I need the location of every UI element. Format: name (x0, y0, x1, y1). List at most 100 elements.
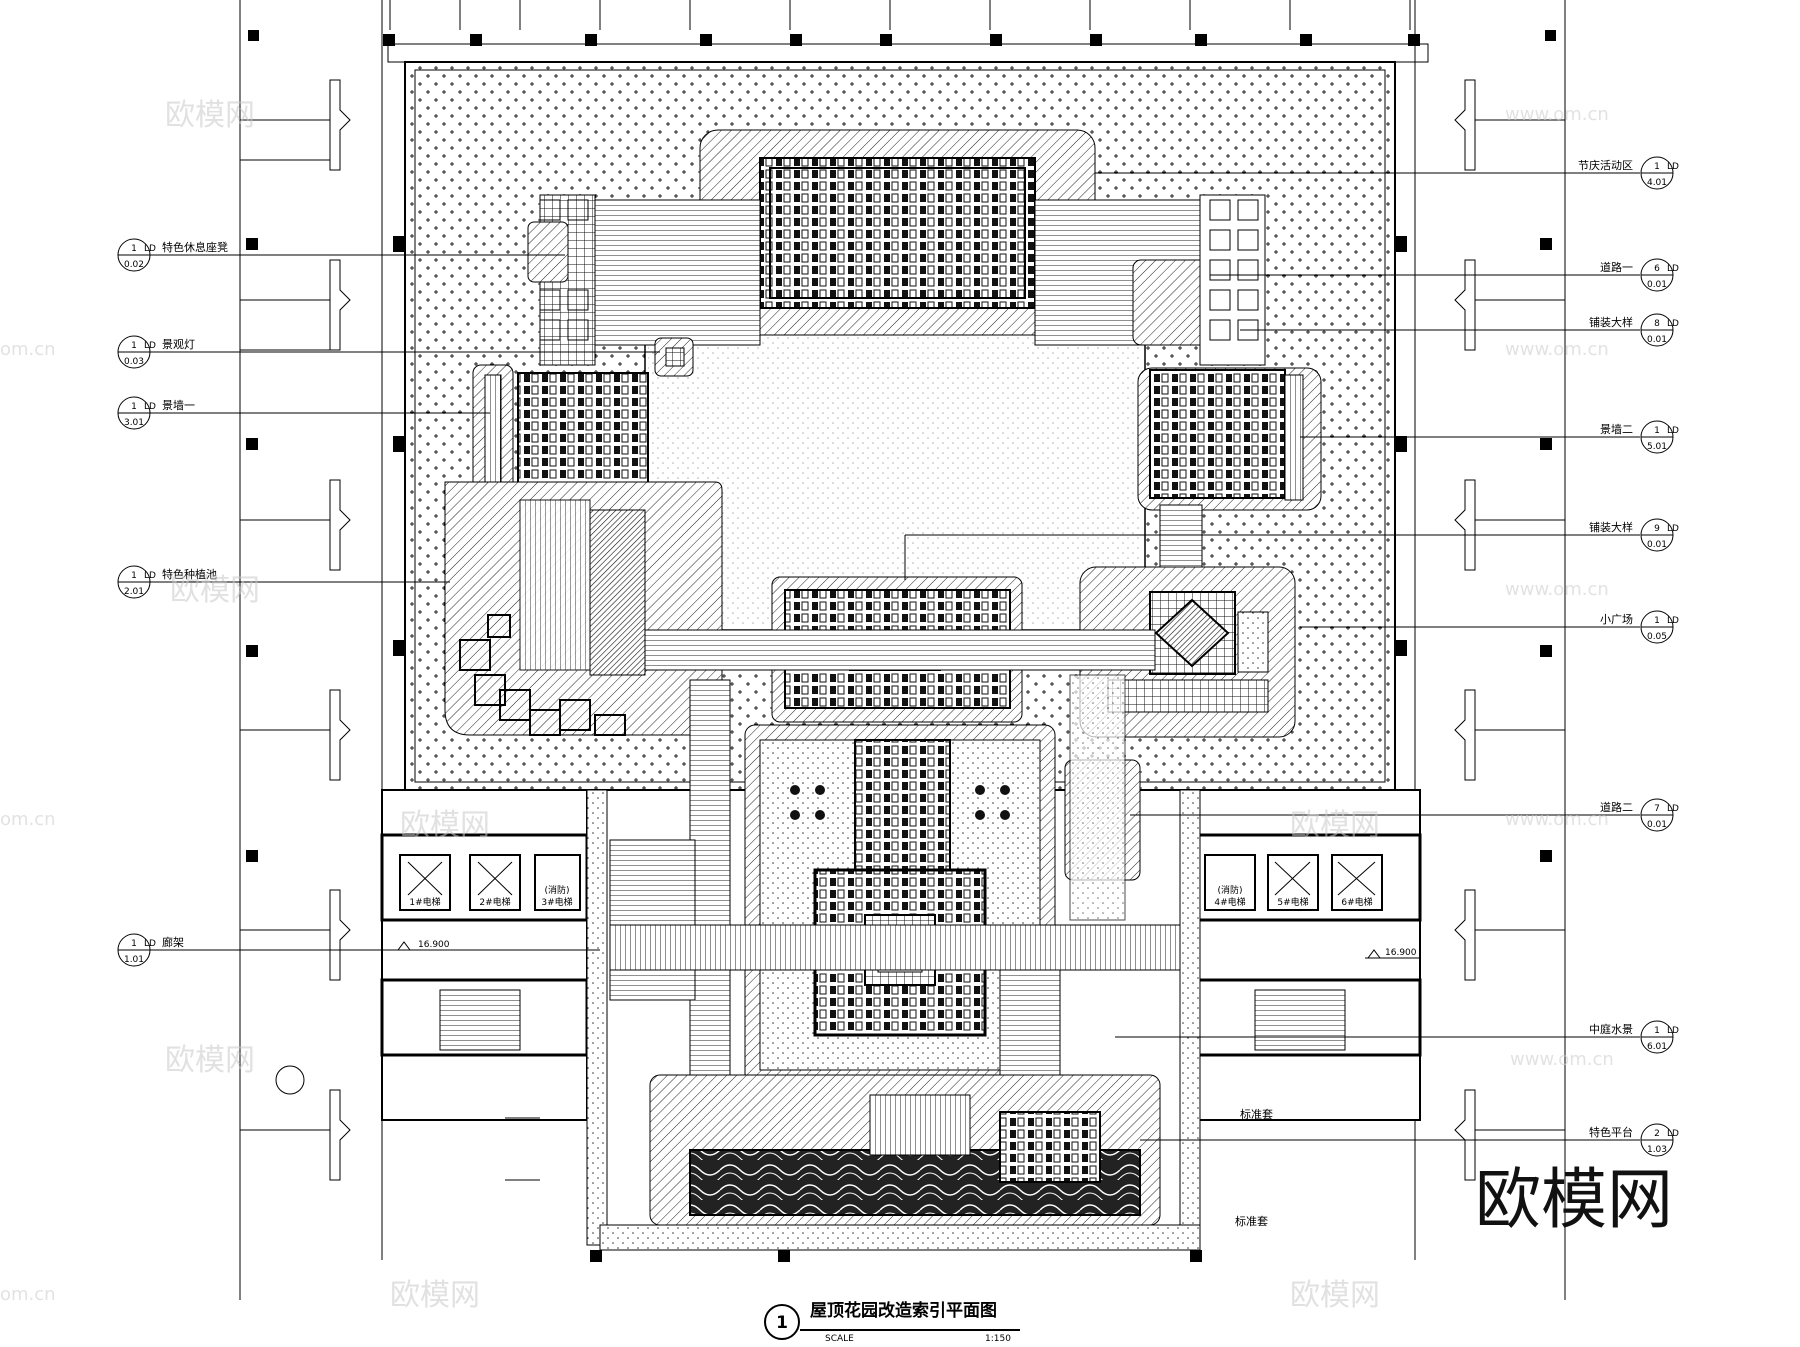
center-walkway (644, 629, 1156, 671)
callout-right-6-bottom: 0.05 (1647, 632, 1667, 642)
callout-left-5-bottom: 1.01 (124, 955, 144, 965)
elevation-right-value: 16.900 (1385, 948, 1417, 958)
callout-left-5: 1 LD 1.01 廊架 (117, 933, 184, 967)
side-column-marks (246, 236, 1552, 1262)
watermark-url-8: om.cn (0, 1284, 56, 1305)
callout-right-1-bottom: 4.01 (1647, 178, 1667, 188)
callout-left-1-top: 1 (131, 244, 137, 254)
callout-right-9-name: 特色平台 (1589, 1125, 1633, 1139)
callout-right-7-bottom: 0.01 (1647, 820, 1667, 830)
callout-right-5-bottom: 0.01 (1647, 540, 1667, 550)
title-block: 1 屋顶花园改造索引平面图 SCALE 1:150 (764, 1300, 1020, 1344)
watermark-logo: 欧模网 (1475, 1161, 1673, 1238)
scale-label: SCALE (825, 1334, 854, 1344)
callout-right-2-name: 道路一 (1600, 260, 1633, 274)
callout-right-8-bottom: 6.01 (1647, 1042, 1667, 1052)
callout-right-4-top: 1 (1654, 426, 1660, 436)
callout-right-2-top: 6 (1654, 264, 1660, 274)
side-symbols-right (1454, 79, 1565, 1181)
scale-value: 1:150 (985, 1334, 1011, 1344)
callout-right-3-top: 8 (1654, 319, 1660, 329)
callout-right-6: 1 LD 0.05 小广场 (1600, 610, 1679, 644)
callout-right-8-sheet: LD (1667, 1026, 1679, 1036)
watermark-url-3: www.om.cn (1505, 339, 1609, 360)
watermark-url-1: www.om.cn (1505, 104, 1609, 125)
callout-right-2-sheet: LD (1667, 264, 1679, 274)
watermark-url-6: www.om.cn (1505, 809, 1609, 830)
callout-right-9-sheet: LD (1667, 1129, 1679, 1139)
callout-left-2-top: 1 (131, 341, 137, 351)
callout-right-2-bottom: 0.01 (1647, 280, 1667, 290)
left-seat-feature (527, 221, 694, 377)
watermarks: 欧模网 www.om.cn om.cn www.om.cn 欧模网 www.om… (0, 98, 1614, 1313)
bottom-boundary (599, 1224, 1201, 1251)
watermark-brand-2: 欧模网 (170, 573, 260, 608)
elevator-label-1: 1#电梯 (409, 896, 440, 908)
callout-left-1-sheet: LD (144, 244, 156, 254)
elevator-label-3: (消防) (544, 884, 569, 896)
callout-right-5-sheet: LD (1667, 524, 1679, 534)
callout-right-9: 2 LD 1.03 特色平台 (1589, 1123, 1679, 1157)
elevator-label-2: 2#电梯 (479, 896, 510, 908)
callout-right-7-sheet: LD (1667, 804, 1679, 814)
left-grid-column (539, 199, 589, 341)
callout-right-7-name: 道路二 (1600, 800, 1633, 814)
feature-planter (444, 481, 723, 736)
callout-left-2-name: 景观灯 (162, 338, 195, 351)
watermark-brand-5: 欧模网 (165, 1043, 255, 1078)
callout-right-2: 6 LD 0.01 道路一 (1600, 258, 1679, 292)
elevator-label-7: 5#电梯 (1277, 896, 1308, 908)
callout-right-7: 7 LD 0.01 道路二 (1600, 798, 1679, 832)
elevation-right: 16.900 (1365, 948, 1420, 959)
callout-right-3-sheet: LD (1667, 319, 1679, 329)
callout-left-4: 1 LD 2.01 特色种植池 (117, 565, 217, 599)
right-wall-block (1132, 259, 1322, 601)
callout-leaders (150, 172, 1640, 1141)
callout-right-3-bottom: 0.01 (1647, 335, 1667, 345)
callout-right-4-name: 景墙二 (1600, 422, 1633, 436)
cross-walkway (609, 924, 1181, 971)
callout-left-2: 1 LD 0.03 景观灯 (117, 335, 195, 369)
elevator-labels: 1#电梯 2#电梯 (消防) 3#电梯 (消防) 4#电梯 5#电梯 6#电梯 (409, 884, 1372, 908)
watermark-brand-6: 欧模网 (390, 1278, 480, 1313)
callout-right-6-sheet: LD (1667, 616, 1679, 626)
callout-right-1-name: 节庆活动区 (1578, 158, 1633, 172)
callout-left-2-sheet: LD (144, 341, 156, 351)
drawing-title: 屋顶花园改造索引平面图 (810, 1300, 997, 1321)
callout-right-5-top: 9 (1654, 524, 1660, 534)
callout-left-4-name: 特色种植池 (162, 567, 217, 581)
right-grid-column (1199, 194, 1266, 366)
small-plaza (1079, 566, 1296, 738)
callout-right-6-name: 小广场 (1600, 612, 1633, 626)
watermark-brand-7: 欧模网 (1290, 1278, 1380, 1313)
callout-left-4-bottom: 2.01 (124, 587, 144, 597)
feature-platform (649, 1074, 1161, 1226)
side-symbols-left (240, 79, 351, 1181)
elevation-left: 16.900 (395, 940, 450, 951)
elevator-label-8: 6#电梯 (1341, 896, 1372, 908)
callout-left-5-name: 廊架 (162, 935, 184, 949)
watermark-brand-4: 欧模网 (1290, 808, 1380, 843)
callout-left-3-sheet: LD (144, 402, 156, 412)
callout-right-4-sheet: LD (1667, 426, 1679, 436)
callout-right-9-top: 2 (1654, 1129, 1660, 1139)
festival-area (699, 129, 1096, 336)
callout-left-3: 1 LD 3.01 景墙一 (117, 396, 195, 430)
callout-left-3-name: 景墙一 (162, 398, 195, 412)
lower-left-wing (275, 789, 608, 1246)
callout-right-8: 1 LD 6.01 中庭水景 (1589, 1020, 1679, 1054)
callout-right-3-name: 铺装大样 (1589, 315, 1633, 329)
callout-right-1-sheet: LD (1667, 162, 1679, 172)
watermark-brand-3: 欧模网 (400, 808, 490, 843)
room-label-2: 标准套 (1235, 1214, 1268, 1228)
callout-left-4-top: 1 (131, 571, 137, 581)
callout-right-5: 9 LD 0.01 铺装大样 (1589, 518, 1679, 552)
elevator-label-4: 3#电梯 (541, 896, 572, 908)
callout-left-3-top: 1 (131, 402, 137, 412)
callout-right-3: 8 LD 0.01 铺装大样 (1589, 313, 1679, 347)
watermark-brand-1: 欧模网 (165, 98, 255, 133)
callout-left-5-sheet: LD (144, 939, 156, 949)
callout-left-1: 1 LD 0.02 特色休息座凳 (117, 238, 228, 272)
elevator-label-5: (消防) (1217, 884, 1242, 896)
